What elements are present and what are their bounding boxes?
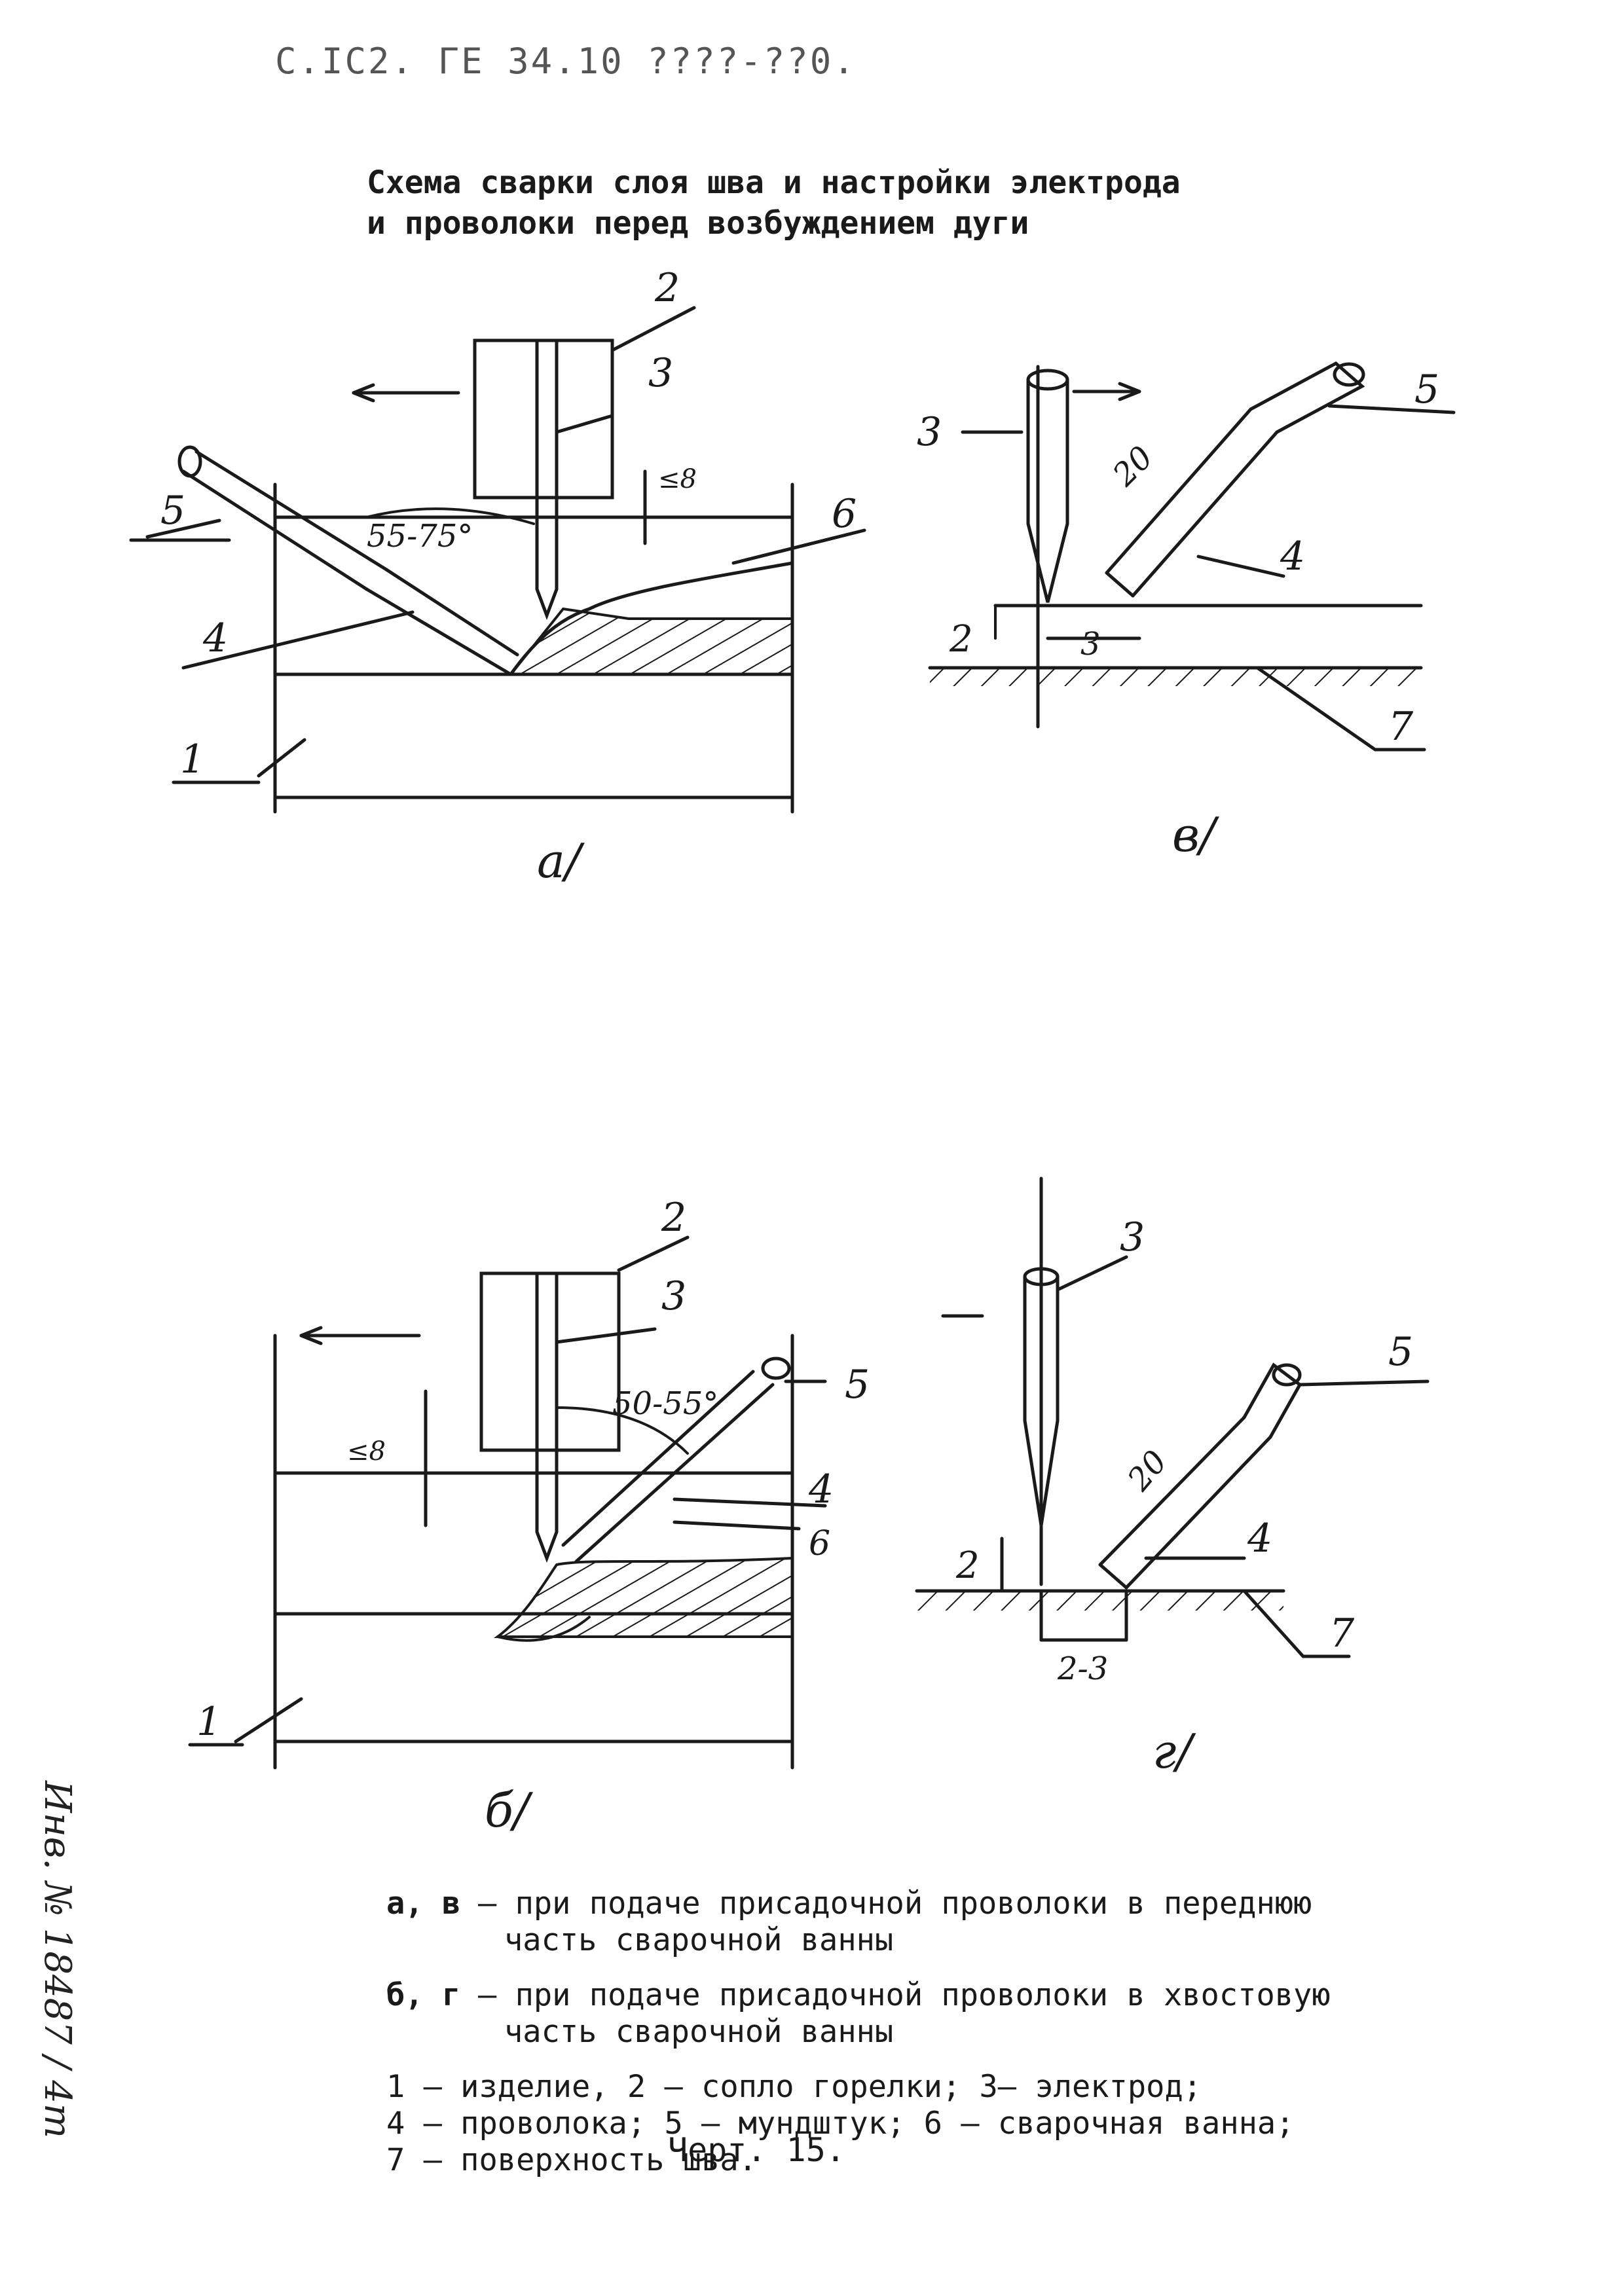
callout-3-b: 3 <box>661 1273 686 1319</box>
legend-gap <box>386 1959 1500 1977</box>
title-line-1: Схема сварки слоя шва и настройки электр… <box>367 164 1181 201</box>
angle-label-a: 55-75° <box>367 518 473 555</box>
legend-spacer <box>386 2014 478 2050</box>
callout-3-v: 3 <box>917 409 942 455</box>
callout-2-a: 2 <box>654 265 680 311</box>
legend-bg-key: б, г <box>386 1977 461 2013</box>
legend-items-2: 4 – проволока; 5 – мундштук; 6 – сварочн… <box>386 2105 1295 2141</box>
callout-7-g: 7 <box>1329 1611 1355 1656</box>
diagram-g <box>915 1176 1430 1658</box>
gap-label-b: ≤8 <box>347 1436 386 1467</box>
legend-gap <box>386 2050 1500 2069</box>
legend-bg-text-2: часть сварочной ванны <box>504 2014 894 2050</box>
callout-2-b: 2 <box>661 1195 686 1241</box>
dim-offset-g: 2-3 <box>1057 1650 1108 1687</box>
callout-3-a: 3 <box>648 350 673 396</box>
caption-b: б/ <box>485 1783 534 1838</box>
page-title: Схема сварки слоя шва и настройки электр… <box>367 162 1349 244</box>
callout-6-b: 6 <box>809 1524 830 1563</box>
callout-4-b: 4 <box>808 1467 834 1512</box>
document-code: С.ІС2. ГЕ 34.10 ????-??0. <box>275 41 857 82</box>
dim-length-g: 20 <box>1120 1444 1175 1499</box>
diagram-v <box>928 361 1456 752</box>
caption-g: г/ <box>1153 1724 1196 1779</box>
callout-3-g: 3 <box>1120 1214 1145 1260</box>
dim-offset-v: 3 <box>1080 626 1101 663</box>
legend-items-3: 7 – поверхность шва. <box>386 2142 757 2178</box>
caption-a: а/ <box>537 833 585 888</box>
angle-label-b: 50-55° <box>612 1385 718 1422</box>
gap-label-a: ≤8 <box>658 464 697 494</box>
dim-height-v: 2 <box>949 618 973 661</box>
legend-items-1: 1 – изделие, 2 – сопло горелки; 3– элект… <box>386 2069 1202 2105</box>
callout-5-b: 5 <box>845 1362 870 1408</box>
diagram-a <box>129 306 866 814</box>
legend-av-cont: часть сварочной ванны <box>386 1922 1500 1959</box>
caption-v: в/ <box>1172 807 1220 862</box>
callout-7-v: 7 <box>1388 704 1414 750</box>
legend: а, в – при подаче присадочной проволоки … <box>386 1886 1500 2179</box>
callout-4-a: 4 <box>202 615 228 661</box>
callout-5-g: 5 <box>1388 1329 1413 1375</box>
callout-5-a: 5 <box>160 488 185 534</box>
callout-4-g: 4 <box>1247 1516 1272 1561</box>
dim-length-v: 20 <box>1105 439 1160 494</box>
callout-5-v: 5 <box>1414 367 1439 412</box>
dim-height-g: 2 <box>955 1544 980 1587</box>
legend-av-text-2: часть сварочной ванны <box>504 1922 894 1958</box>
legend-spacer <box>386 1922 478 1959</box>
callout-6-a: 6 <box>832 491 857 537</box>
legend-av-key: а, в <box>386 1886 461 1922</box>
legend-bg-text-1: – при подаче присадочной проволоки в хво… <box>478 1977 1331 2013</box>
legend-bg-cont: часть сварочной ванны <box>386 2014 1500 2050</box>
legend-av: а, в – при подаче присадочной проволоки … <box>386 1886 1500 1922</box>
legend-av-text-1: – при подаче присадочной проволоки в пер… <box>478 1886 1312 1922</box>
figure-caption: Черт. 15. <box>668 2131 845 2169</box>
callout-1-b: 1 <box>196 1699 221 1745</box>
callout-1-a: 1 <box>180 737 205 782</box>
legend-bg: б, г – при подаче присадочной проволоки … <box>386 1977 1500 2014</box>
diagram-b <box>188 1235 827 1770</box>
callout-4-v: 4 <box>1280 534 1305 579</box>
title-line-2: и проволоки перед возбуждением дуги <box>367 205 1029 242</box>
